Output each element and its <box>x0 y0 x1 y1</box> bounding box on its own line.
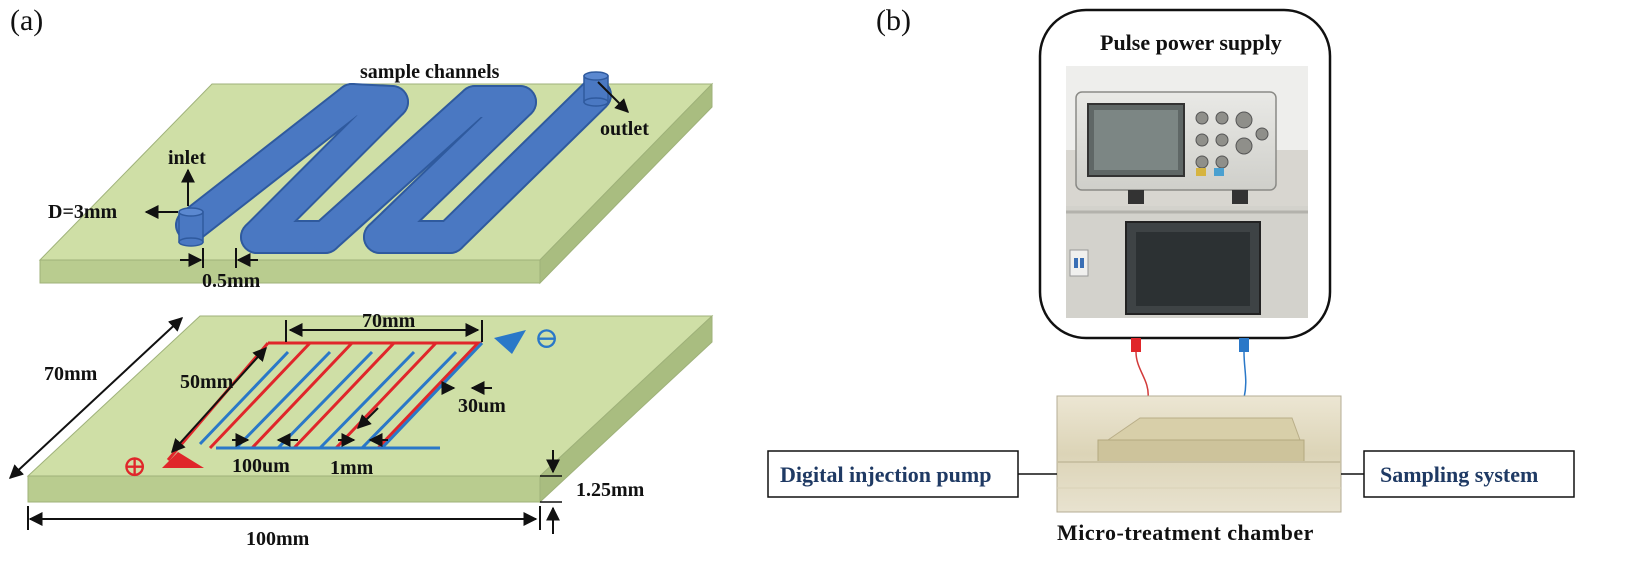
blue-connector <box>1239 338 1249 352</box>
label-diameter: D=3mm <box>48 201 118 223</box>
label-inlet: inlet <box>168 147 206 169</box>
label-sample-channels: sample channels <box>360 61 500 83</box>
red-connector <box>1131 338 1141 352</box>
chamber-photo <box>1056 395 1342 513</box>
chamber-caption: Micro-treatment chamber <box>1057 520 1314 545</box>
positive-terminal-icon: ⊕ <box>122 450 147 483</box>
sampling-box <box>1363 450 1575 498</box>
label-pitch: 1mm <box>330 457 374 479</box>
label-finger-gap: 100um <box>232 455 290 477</box>
pump-box <box>767 450 1019 498</box>
panel-label-b: (b) <box>876 4 911 37</box>
label-finger-width: 30um <box>458 395 506 417</box>
label-thickness: 1.25mm <box>576 479 645 501</box>
label-gap: 0.5mm <box>202 270 261 292</box>
label-electrode-width: 50mm <box>180 371 234 393</box>
power-supply-title: Pulse power supply <box>1100 30 1282 55</box>
power-supply-photo <box>1066 66 1308 318</box>
label-board-width: 100mm <box>246 528 310 550</box>
panel-label-a: (a) <box>10 4 43 37</box>
sample-channels <box>175 71 612 254</box>
label-outlet: outlet <box>600 118 649 140</box>
label-electrode-length: 70mm <box>362 310 416 332</box>
label-board-length: 70mm <box>44 363 98 385</box>
negative-terminal-icon: ⊖ <box>534 322 559 355</box>
pump-label: Digital injection pump <box>780 462 991 487</box>
sampling-label: Sampling system <box>1380 462 1538 487</box>
